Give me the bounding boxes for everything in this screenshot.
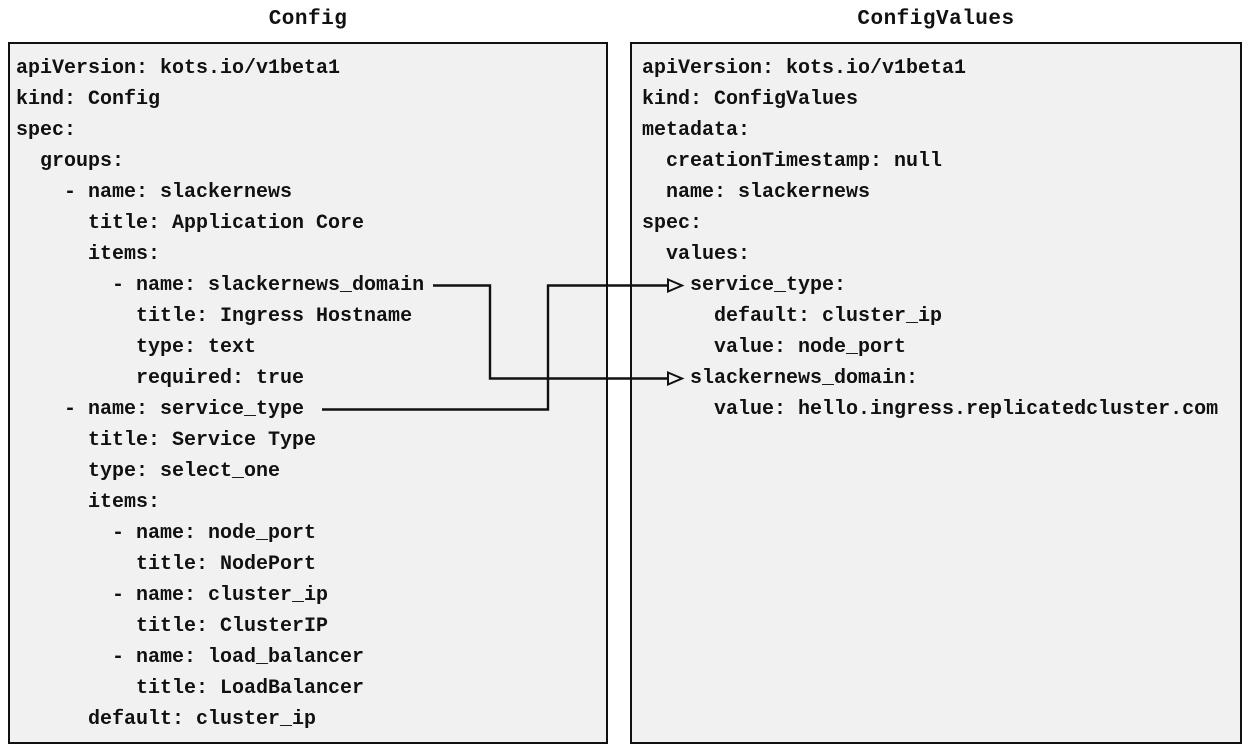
code-line: apiVersion: kots.io/v1beta1: [642, 57, 967, 80]
code-line: title: ClusterIP: [16, 615, 329, 638]
code-line: groups:: [16, 150, 125, 173]
code-line: spec:: [16, 119, 77, 142]
code-line: default: cluster_ip: [16, 708, 317, 731]
config-panel-title: Config: [268, 8, 348, 31]
code-line: - name: load_balancer: [16, 646, 365, 669]
code-line: items:: [16, 243, 161, 266]
configvalues-panel-title: ConfigValues: [857, 8, 1015, 31]
code-line: - name: slackernews_domain: [16, 274, 425, 297]
code-line: kind: ConfigValues: [642, 88, 859, 111]
code-line: type: text: [16, 336, 257, 359]
code-line: metadata:: [642, 119, 751, 142]
code-line: - name: cluster_ip: [16, 584, 329, 607]
configvalues-yaml-panel: apiVersion: kots.io/v1beta1 kind: ConfigV…: [630, 42, 1242, 744]
code-line: spec:: [642, 212, 703, 235]
code-line: name: slackernews: [642, 181, 871, 204]
code-line: apiVersion: kots.io/v1beta1: [16, 57, 341, 80]
code-line: value: hello.ingress.replicatedcluster.c…: [642, 398, 1219, 421]
code-line: default: cluster_ip: [642, 305, 943, 328]
code-line: - name: slackernews: [16, 181, 293, 204]
code-line: title: Service Type: [16, 429, 317, 452]
config-yaml-panel: apiVersion: kots.io/v1beta1 kind: Config s…: [8, 42, 608, 744]
code-line: - name: service_type: [16, 398, 305, 421]
code-line: title: NodePort: [16, 553, 317, 576]
code-line: slackernews_domain:: [642, 367, 919, 390]
code-line: service_type:: [642, 274, 847, 297]
code-line: - name: node_port: [16, 522, 317, 545]
code-line: value: node_port: [642, 336, 907, 359]
code-line: required: true: [16, 367, 305, 390]
code-line: type: select_one: [16, 460, 281, 483]
code-line: title: Ingress Hostname: [16, 305, 413, 328]
code-line: title: Application Core: [16, 212, 365, 235]
code-line: title: LoadBalancer: [16, 677, 365, 700]
code-line: creationTimestamp: null: [642, 150, 943, 173]
code-line: values:: [642, 243, 751, 266]
code-line: kind: Config: [16, 88, 161, 111]
code-line: items:: [16, 491, 161, 514]
